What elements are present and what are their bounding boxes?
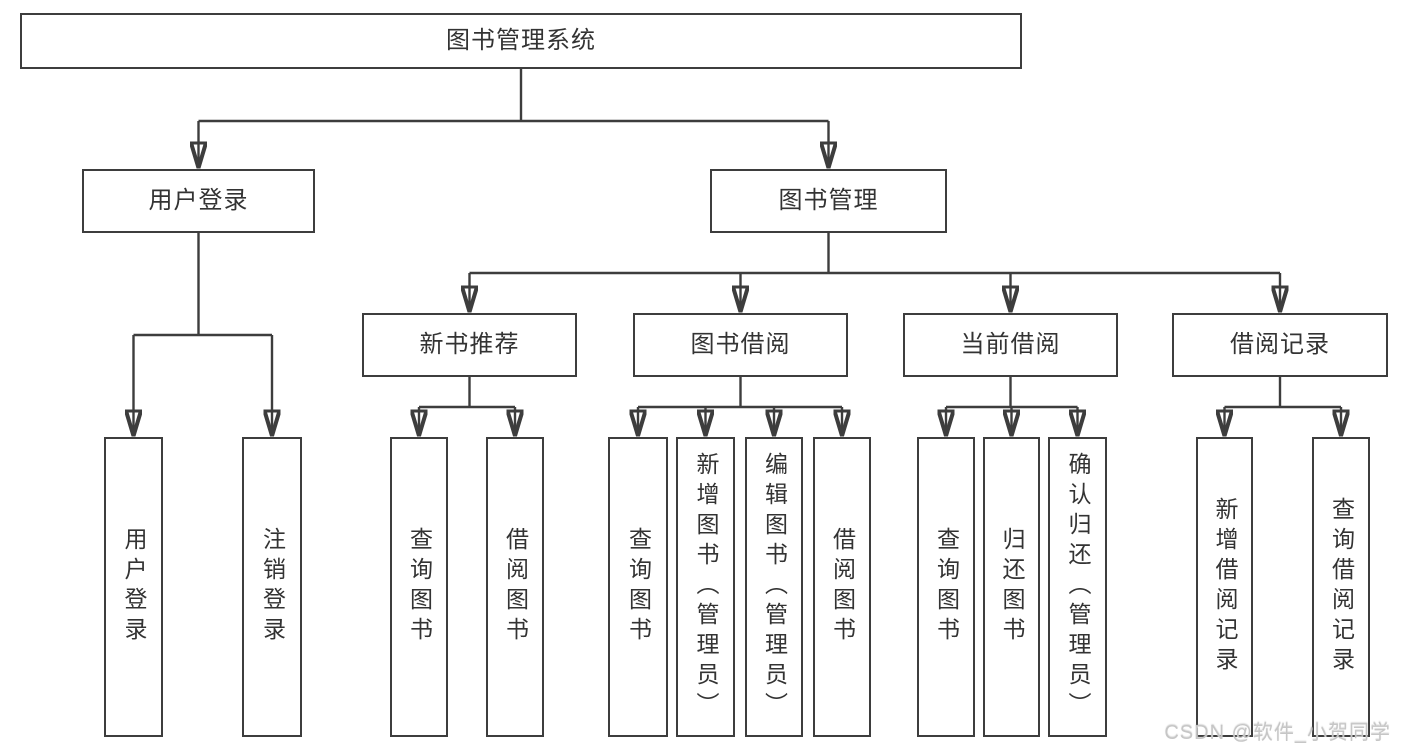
node-book-borrowing: 图书借阅: [633, 313, 848, 377]
node-user-login-label: 用户登录: [148, 186, 249, 214]
leaf-borrow-book-2: 借阅图书: [813, 437, 871, 737]
leaf-add-borrow-record: 新增借阅记录: [1196, 437, 1253, 737]
leaf-query-book-1-label: 查询图书: [406, 527, 433, 647]
leaf-query-book-2-label: 查询图书: [625, 527, 652, 647]
leaf-add-book-admin: 新增图书（管理员）: [676, 437, 735, 737]
leaf-logout-label: 注销登录: [259, 527, 286, 647]
leaf-query-borrow-record: 查询借阅记录: [1312, 437, 1370, 737]
leaf-user-login-label: 用户登录: [121, 527, 147, 647]
leaf-confirm-return-admin-label: 确认归还（管理员）: [1065, 452, 1091, 722]
node-root-system: 图书管理系统: [20, 13, 1022, 69]
leaf-return-book: 归还图书: [983, 437, 1040, 737]
node-book-management: 图书管理: [710, 169, 947, 233]
leaf-query-book-1: 查询图书: [390, 437, 448, 737]
leaf-query-book-3-label: 查询图书: [933, 527, 960, 647]
leaf-edit-book-admin: 编辑图书（管理员）: [745, 437, 803, 737]
node-new-book-recommendation: 新书推荐: [362, 313, 577, 377]
leaf-add-borrow-record-label: 新增借阅记录: [1212, 497, 1238, 677]
leaf-query-book-3: 查询图书: [917, 437, 975, 737]
node-book-management-label: 图书管理: [778, 186, 879, 214]
leaf-user-login: 用户登录: [104, 437, 163, 737]
leaf-query-book-2: 查询图书: [608, 437, 668, 737]
node-current-borrowing-label: 当前借阅: [960, 330, 1061, 358]
node-root-system-label: 图书管理系统: [446, 26, 596, 54]
leaf-borrow-book-1: 借阅图书: [486, 437, 544, 737]
node-borrowing-records-label: 借阅记录: [1230, 330, 1330, 358]
leaf-borrow-book-2-label: 借阅图书: [829, 527, 856, 647]
node-new-book-recommendation-label: 新书推荐: [419, 330, 520, 358]
leaf-borrow-book-1-label: 借阅图书: [502, 527, 529, 647]
node-book-borrowing-label: 图书借阅: [690, 330, 791, 358]
node-user-login: 用户登录: [82, 169, 315, 233]
node-current-borrowing: 当前借阅: [903, 313, 1118, 377]
leaf-edit-book-admin-label: 编辑图书（管理员）: [761, 452, 788, 722]
node-borrowing-records: 借阅记录: [1172, 313, 1388, 377]
leaf-confirm-return-admin: 确认归还（管理员）: [1048, 437, 1107, 737]
leaf-return-book-label: 归还图书: [999, 527, 1025, 647]
leaf-add-book-admin-label: 新增图书（管理员）: [693, 452, 719, 722]
leaf-query-borrow-record-label: 查询借阅记录: [1328, 497, 1355, 677]
leaf-logout: 注销登录: [242, 437, 302, 737]
